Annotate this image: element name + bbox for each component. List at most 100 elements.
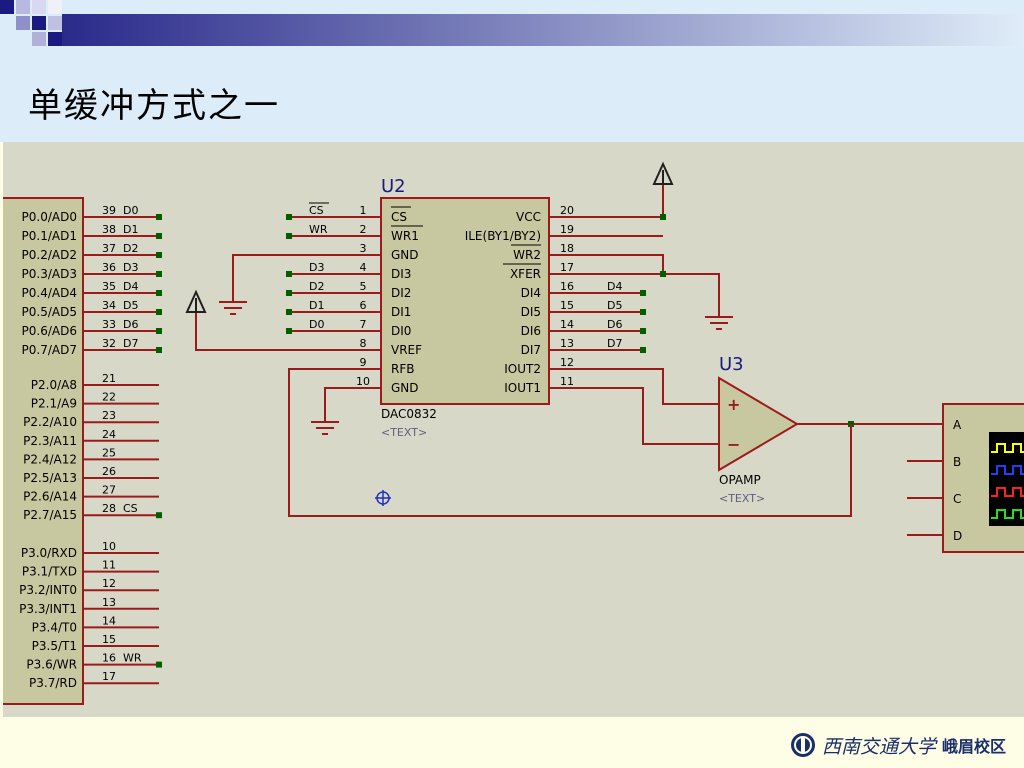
mcu-pin-number-26: 26 (102, 465, 116, 478)
xfer-wire (589, 273, 720, 307)
dac-net-label-D2: D2 (309, 280, 324, 293)
dac-net-terminal-D3 (286, 271, 292, 277)
net-terminal-D1 (156, 233, 162, 239)
dac-net-terminal-D1 (286, 309, 292, 315)
dac-net-terminal-D7 (640, 347, 646, 353)
mcu-pin-label-22: P2.1/A9 (31, 397, 77, 411)
dac-net-label-D6: D6 (607, 318, 622, 331)
dac-pin-number-5: 5 (360, 280, 367, 293)
dac-pin-number-4: 4 (360, 261, 367, 274)
dac-net-terminal-D4 (640, 290, 646, 296)
mcu-pin-number-13: 13 (102, 596, 116, 609)
mcu-pin-label-35: P0.4/AD4 (22, 286, 77, 300)
mcu-pin-label-39: P0.0/AD0 (22, 210, 77, 224)
mcu-pin-number-16: 16 (102, 652, 116, 665)
dac-pin-name-11: IOUT1 (504, 381, 541, 395)
mcu-pin-number-17: 17 (102, 670, 116, 683)
dac-pin-number-17: 17 (560, 261, 574, 274)
net-terminal-D6 (156, 328, 162, 334)
gnd-wire-pin3 (232, 254, 347, 292)
mcu-pin-label-28: P2.7/A15 (23, 508, 77, 522)
dac-pin-name-7: DI0 (391, 324, 411, 338)
dac-text-placeholder: <TEXT> (381, 426, 427, 439)
mcu-pin-number-36: 36 (102, 261, 116, 274)
scope-trace-0 (991, 443, 1024, 453)
dac-net-label-D5: D5 (607, 299, 622, 312)
dac-pin-number-6: 6 (360, 299, 367, 312)
dac-body (380, 197, 550, 405)
mcu-pin-label-33: P0.6/AD6 (22, 324, 77, 338)
net-terminal-CS (156, 512, 162, 519)
dac-net-label-WR: WR (309, 223, 328, 236)
mcu-pin-label-23: P2.2/A10 (23, 415, 77, 429)
dac-pin-name-18: WR2 (513, 248, 541, 262)
dac-pin-number-14: 14 (560, 318, 574, 331)
mcu-net-label-D7: D7 (123, 337, 138, 350)
dac-pin-name-12: IOUT2 (504, 362, 541, 376)
dac-pin-name-8: VREF (391, 343, 422, 357)
dac-pin-name-9: RFB (391, 362, 414, 376)
vcc-wire (589, 184, 664, 218)
dac-pin-number-7: 7 (360, 318, 367, 331)
opamp-plus-sign: + (727, 395, 740, 414)
dac-pin-name-3: GND (391, 248, 419, 262)
dac-pin-name-19: ILE(BY1/BY2) (465, 229, 541, 243)
mcu-pin-number-14: 14 (102, 614, 116, 627)
dac-net-label-D7: D7 (607, 337, 622, 350)
mcu-pin-number-10: 10 (102, 540, 116, 553)
mcu-pin-label-15: P3.5/T1 (32, 639, 77, 653)
mcu-pin-number-23: 23 (102, 409, 116, 422)
net-terminal-WR (156, 661, 162, 668)
mcu-pin-number-35: 35 (102, 280, 116, 293)
opamp-minus-sign: − (727, 435, 740, 454)
mcu-body (3, 197, 84, 705)
dac-net-terminal-D5 (640, 309, 646, 315)
mcu-pin-label-13: P3.3/INT1 (19, 602, 77, 616)
dac-part-label: DAC0832 (381, 407, 437, 421)
dac-pin-name-6: DI1 (391, 305, 411, 319)
mcu-pin-label-26: P2.5/A13 (23, 471, 77, 485)
dac-pin-number-9: 9 (360, 356, 367, 369)
mcu-pin-number-39: 39 (102, 204, 116, 217)
dac-pin-number-1: 1 (360, 204, 367, 217)
mcu-pin-number-34: 34 (102, 299, 116, 312)
junction-vcc (660, 214, 666, 220)
opamp-text-placeholder: <TEXT> (719, 492, 765, 505)
rfb-feedback-wire (288, 368, 852, 517)
dac-pin-name-2: WR1 (391, 229, 419, 243)
university-emblem-icon (791, 733, 815, 757)
dac-net-terminal-D6 (640, 328, 646, 334)
campus-name: 峨眉校区 (942, 737, 1007, 756)
mcu-pin-label-37: P0.2/AD2 (22, 248, 77, 262)
dac-net-label-CS: CS (309, 204, 324, 217)
dac-pin-number-13: 13 (560, 337, 574, 350)
dac-pin-number-8: 8 (360, 337, 367, 350)
dac-pin-name-15: DI5 (521, 305, 541, 319)
dac-pin-number-11: 11 (560, 375, 574, 388)
opamp-ref-label: U3 (719, 354, 744, 375)
dac-pin-number-3: 3 (360, 242, 367, 255)
mcu-pin-number-15: 15 (102, 633, 116, 646)
mcu-pin-number-11: 11 (102, 559, 116, 572)
scope-screen (989, 432, 1024, 526)
dac-pin-number-2: 2 (360, 223, 367, 236)
mcu-pin-label-12: P3.2/INT0 (19, 583, 77, 597)
mcu-pin-number-22: 22 (102, 391, 116, 404)
mcu-pin-label-10: P3.0/RXD (21, 546, 77, 560)
mcu-pin-label-36: P0.3/AD3 (22, 267, 77, 281)
net-terminal-D0 (156, 214, 162, 220)
dac-net-label-D3: D3 (309, 261, 324, 274)
dac-pin-name-20: VCC (516, 210, 541, 224)
dac-pin-name-17: XFER (510, 267, 541, 281)
dac-pin-number-20: 20 (560, 204, 574, 217)
mcu-pin-number-12: 12 (102, 577, 116, 590)
mcu-net-label-WR: WR (123, 652, 142, 665)
mcu-pin-label-25: P2.4/A12 (23, 452, 77, 466)
dac-pin-number-19: 19 (560, 223, 574, 236)
dac-net-terminal-D0 (286, 328, 292, 334)
mcu-pin-label-24: P2.3/A11 (23, 434, 77, 448)
scope-channel-label-B: B (953, 455, 961, 469)
mcu-pin-number-27: 27 (102, 484, 116, 497)
gnd-wire-pin10 (324, 387, 347, 412)
